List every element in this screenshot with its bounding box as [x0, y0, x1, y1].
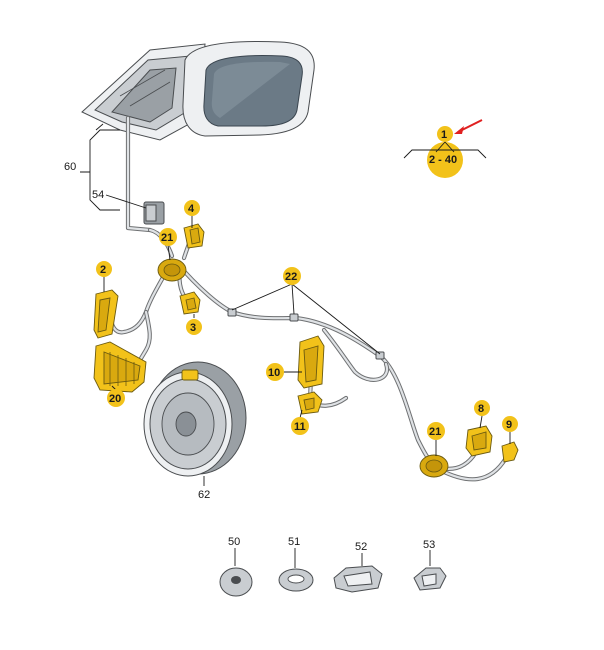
callout-badges	[96, 200, 518, 440]
callout-60: 60	[64, 161, 76, 173]
grommet-21-lower	[419, 454, 449, 478]
connector-8	[465, 425, 493, 457]
callout-8: 8	[478, 403, 484, 415]
connector-9	[501, 441, 519, 463]
wiring-harness	[109, 227, 509, 482]
callout-53: 53	[423, 539, 435, 551]
speaker-62	[143, 361, 247, 477]
callout-21-upper: 21	[161, 232, 173, 244]
callout-20: 20	[109, 393, 121, 405]
callout-54: 54	[92, 189, 104, 201]
washer-51	[278, 548, 314, 592]
callout-1: 1	[441, 129, 447, 141]
washer-50	[219, 548, 253, 597]
leader-bracket-60	[80, 123, 120, 211]
callout-22: 22	[285, 271, 297, 283]
range-label: 2 - 40	[429, 154, 457, 166]
connector-54	[143, 201, 165, 225]
callout-21-lower: 21	[429, 426, 441, 438]
callout-62: 62	[198, 489, 210, 501]
callout-51: 51	[288, 536, 300, 548]
clip-53	[413, 550, 447, 591]
assembly-legend	[403, 119, 487, 178]
connector-10	[297, 335, 325, 389]
boot-20	[93, 341, 147, 393]
clip-52	[333, 553, 383, 593]
callout-52: 52	[355, 541, 367, 553]
callout-10: 10	[268, 367, 280, 379]
leader-lines	[103, 216, 511, 486]
red-arrow-head-icon	[454, 126, 464, 134]
callout-9: 9	[506, 419, 512, 431]
connector-3	[179, 291, 201, 315]
callout-2: 2	[100, 264, 106, 276]
callout-50: 50	[228, 536, 240, 548]
leader-54	[105, 194, 147, 209]
callout-3: 3	[190, 322, 196, 334]
connector-4	[183, 223, 205, 249]
connector-2	[93, 289, 119, 339]
grommet-21-upper	[157, 258, 187, 282]
callout-11: 11	[294, 421, 306, 433]
exterior-mirror	[81, 41, 315, 233]
callout-4: 4	[188, 203, 195, 215]
